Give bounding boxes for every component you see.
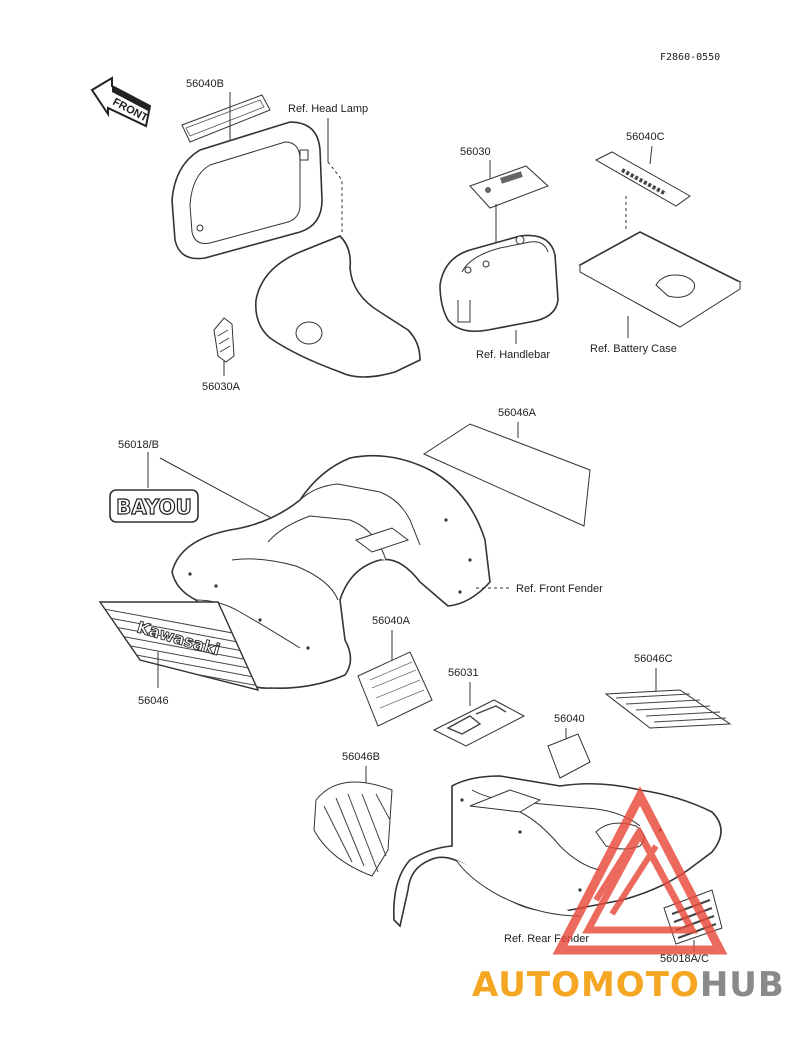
decal-56046a — [422, 423, 591, 527]
label-56040a: 56040A — [372, 615, 411, 627]
label-56030a: 56030A — [202, 381, 241, 393]
label-56030: 56030 — [460, 146, 491, 158]
front-fender — [171, 454, 491, 690]
label-56018b: 56018/B — [118, 439, 159, 451]
decal-56040a — [357, 651, 433, 727]
label-56040c: 56040C — [626, 131, 665, 143]
ref-rear-fender: Ref. Rear Fender — [504, 933, 589, 945]
decal-56040c — [594, 151, 691, 207]
ref-battery-case: Ref. Battery Case — [590, 343, 677, 355]
decal-56030a — [213, 317, 235, 363]
label-56046c: 56046C — [634, 653, 673, 665]
head-lamp-housing — [171, 121, 323, 260]
decal-56046b — [313, 781, 393, 877]
front-arrow-icon: FRONT — [90, 76, 152, 128]
label-56040: 56040 — [554, 713, 585, 725]
label-56031: 56031 — [448, 667, 479, 679]
headlamp-cover — [254, 235, 421, 378]
watermark-part1: AUTOMOTO — [472, 965, 700, 1005]
bayou-text: BAYOU — [116, 495, 192, 519]
handlebar-cover — [439, 234, 559, 333]
ref-head-lamp: Ref. Head Lamp — [288, 103, 368, 115]
decal-56040 — [547, 733, 591, 779]
label-56040b: 56040B — [186, 78, 224, 90]
decal-56031 — [432, 699, 526, 747]
watermark-text: AUTOMOTOHUB — [472, 965, 785, 1005]
label-56046: 56046 — [138, 695, 169, 707]
decal-56046c — [604, 689, 732, 729]
decal-56018b-bayou: BAYOU — [109, 489, 199, 523]
decal-56030 — [469, 165, 549, 209]
decal-56040b — [181, 94, 271, 143]
diagram-code: F2860-0550 — [660, 52, 720, 63]
decal-56046-kawasaki: Kawasaki — [98, 601, 260, 692]
watermark-logo — [552, 786, 728, 955]
label-56018ac: 56018A/C — [660, 953, 709, 965]
label-56046a: 56046A — [498, 407, 537, 419]
battery-case-cover — [578, 231, 742, 328]
ref-handlebar: Ref. Handlebar — [476, 349, 550, 361]
rear-fender — [393, 775, 722, 928]
watermark-part2: HUB — [700, 965, 785, 1005]
label-56046b: 56046B — [342, 751, 380, 763]
ref-front-fender: Ref. Front Fender — [516, 583, 603, 595]
